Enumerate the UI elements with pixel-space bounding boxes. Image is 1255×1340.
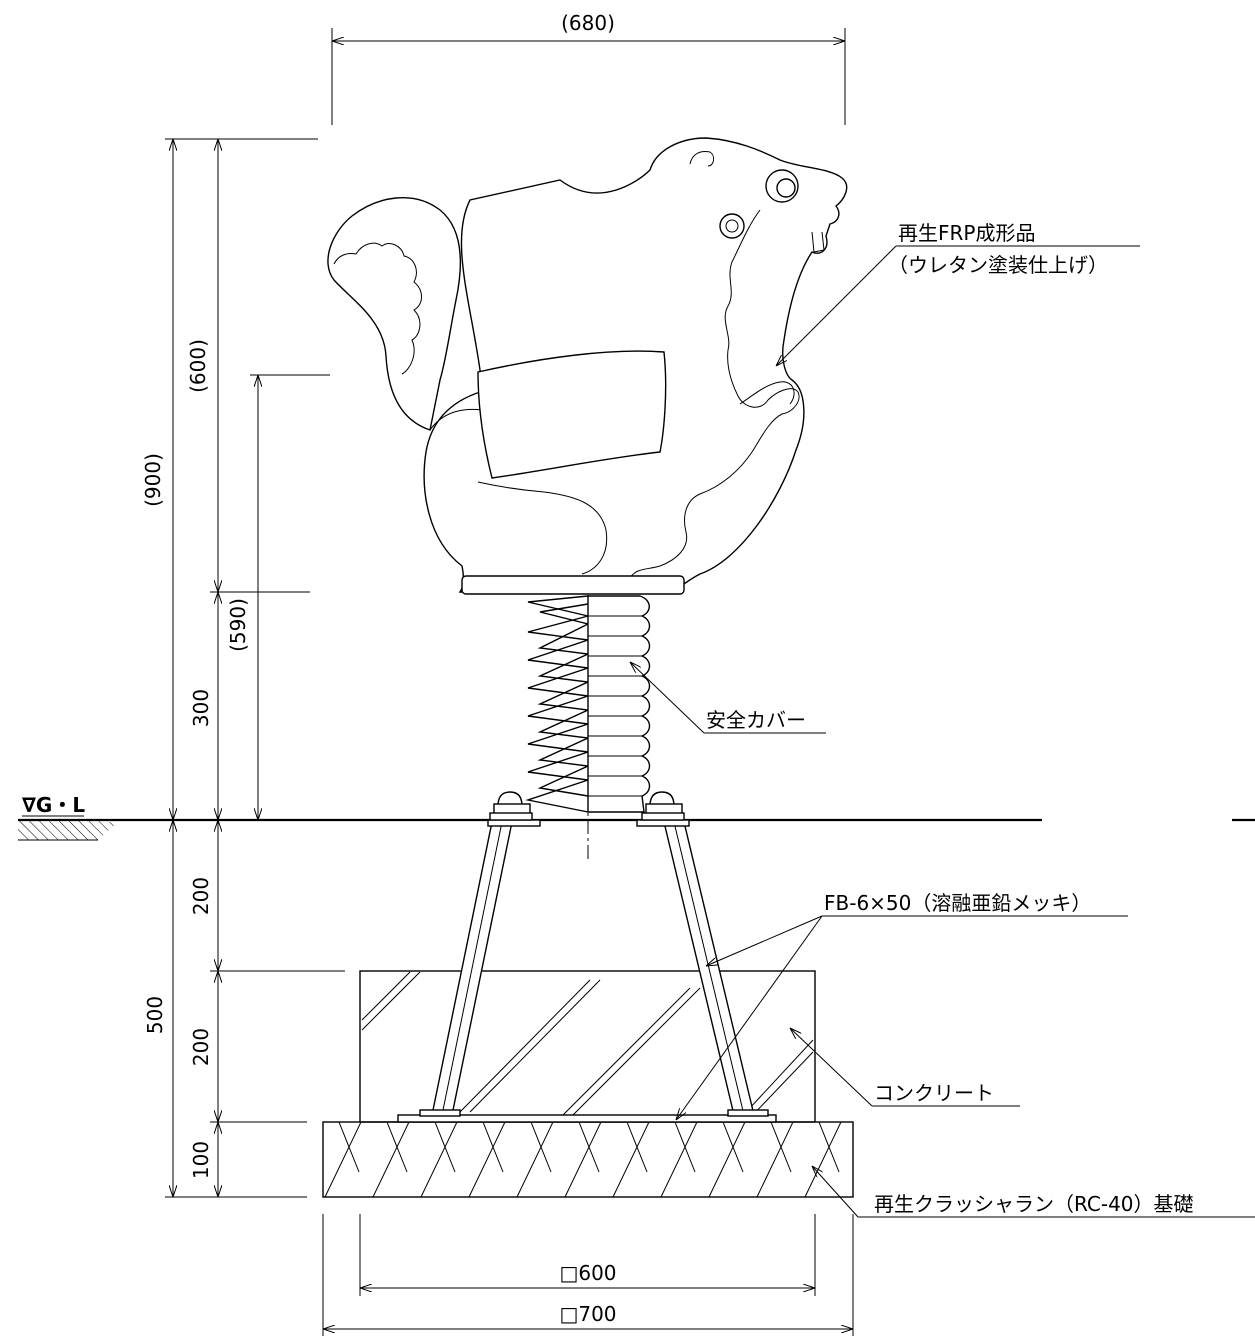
overall-width-label: (680) xyxy=(561,11,615,35)
left-nut xyxy=(489,791,533,821)
gravel-depth-label: 100 xyxy=(189,1141,213,1179)
concrete-width-label: □600 xyxy=(559,1261,616,1285)
gravel-base xyxy=(322,1121,854,1198)
spring-height-label: 300 xyxy=(189,689,213,727)
annotation-flat-bar: FB-6×50（溶融亜鉛メッキ） xyxy=(676,891,1128,1120)
dimension-overall-width: (680) xyxy=(331,11,846,125)
gravel-width-label: □700 xyxy=(559,1302,616,1326)
concrete-label: コンクリート xyxy=(874,1081,994,1105)
annotation-gravel: 再生クラッシャラン（RC-40）基礎 xyxy=(812,1166,1255,1218)
foundation-depth-label: 500 xyxy=(143,996,167,1034)
squirrel-body xyxy=(327,137,848,595)
body-material-label: 再生FRP成形品 xyxy=(898,221,1035,245)
total-height-label: (900) xyxy=(141,453,165,507)
annotation-body: 再生FRP成形品 （ウレタン塗装仕上げ） xyxy=(776,221,1140,366)
concrete-depth-label: 200 xyxy=(189,1028,213,1066)
annotation-concrete: コンクリート xyxy=(790,1028,1020,1107)
ground-level-label: ∇G・L xyxy=(22,793,85,817)
upper-depth-label: 200 xyxy=(189,877,213,915)
spring-cover-label: 安全カバー xyxy=(706,708,806,732)
annotation-spring-cover: 安全カバー xyxy=(630,662,826,734)
vertical-dimensions: (900) (600) 300 (590) 500 200 200 100 xyxy=(141,138,345,1198)
bottom-dimensions: □600 □700 xyxy=(322,1214,854,1336)
seat-height-label: (590) xyxy=(226,598,250,652)
body-height-label: (600) xyxy=(186,339,210,393)
flat-bar-label: FB-6×50（溶融亜鉛メッキ） xyxy=(824,891,1091,915)
gravel-label: 再生クラッシャラン（RC-40）基礎 xyxy=(874,1192,1194,1216)
right-nut xyxy=(641,791,685,821)
spring-assembly xyxy=(489,545,685,860)
body-finish-label: （ウレタン塗装仕上げ） xyxy=(888,253,1108,277)
